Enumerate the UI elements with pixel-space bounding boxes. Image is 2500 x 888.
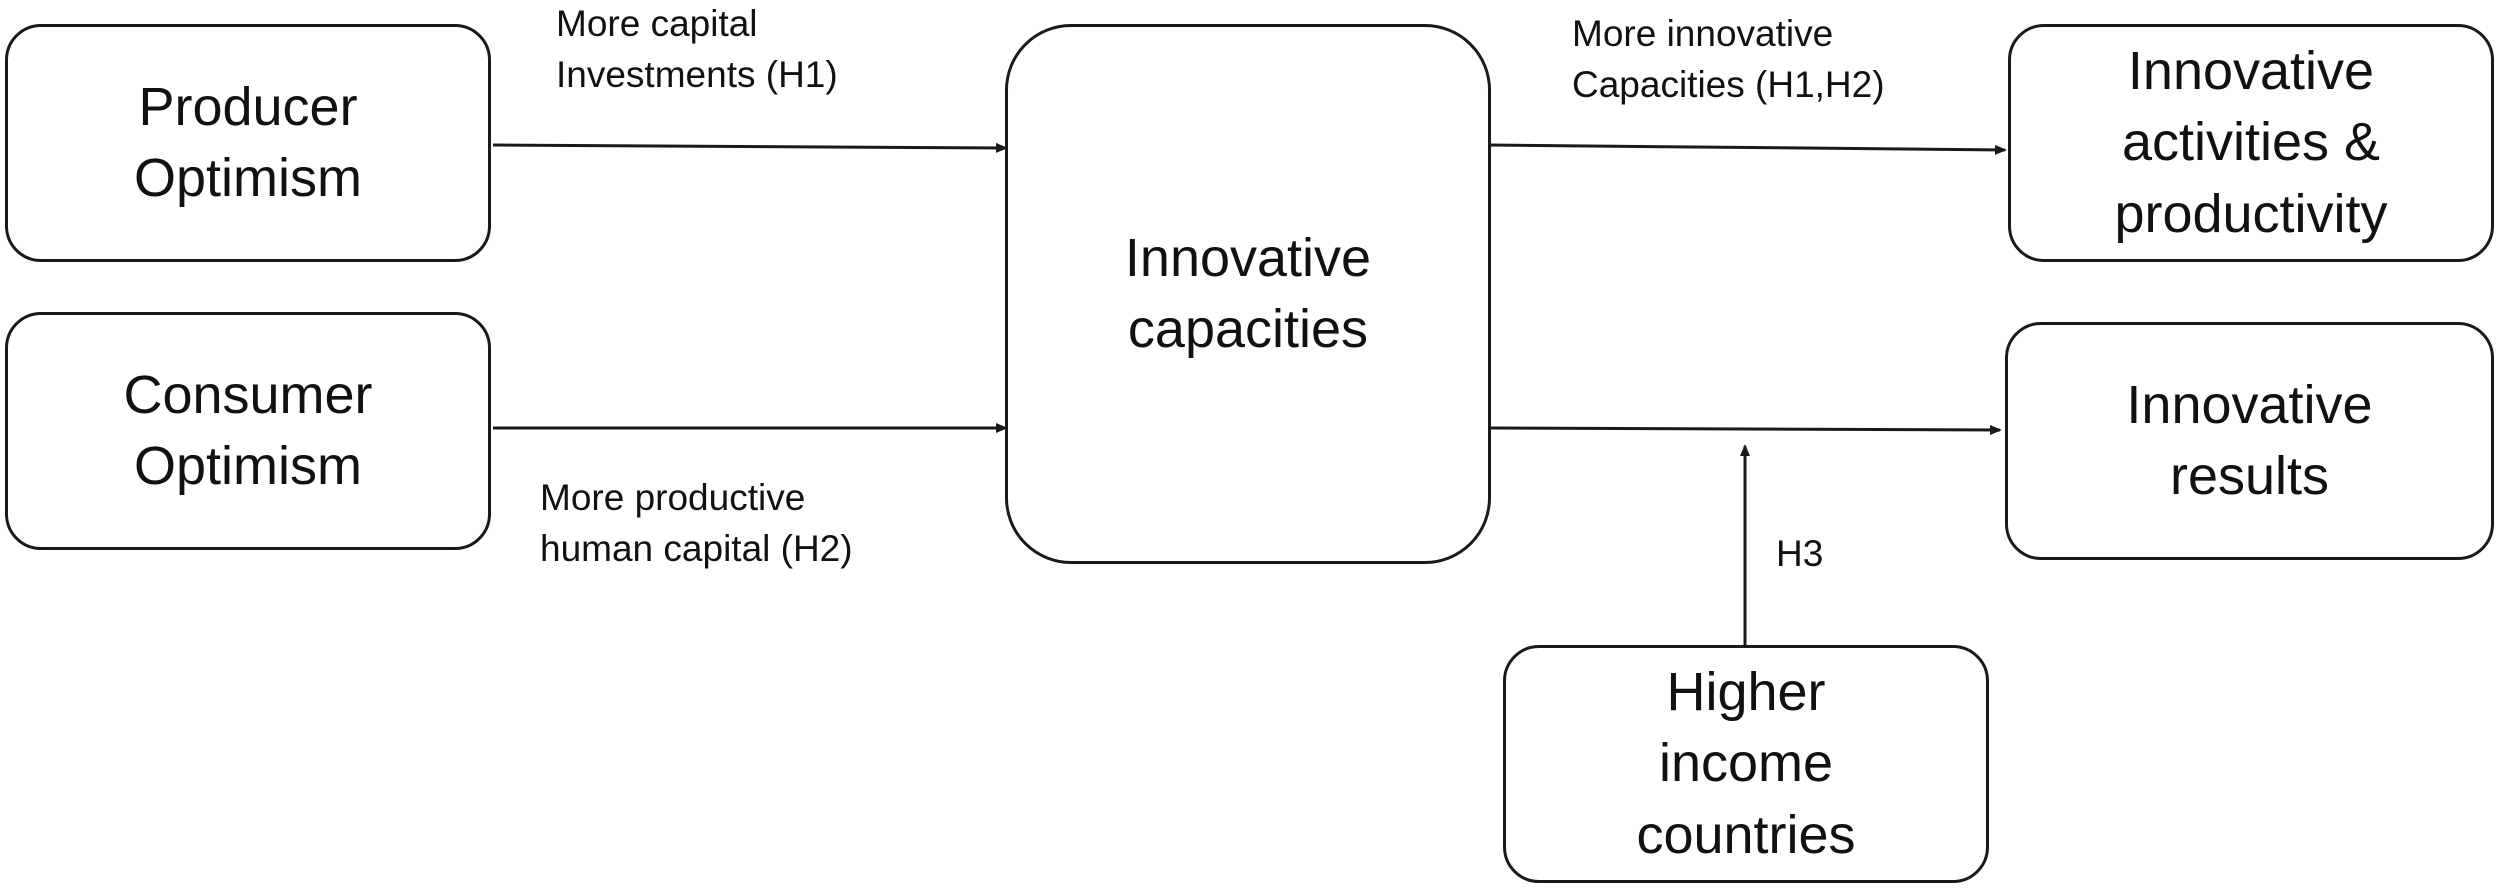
arrow-capacities-to-results bbox=[1489, 424, 2002, 435]
consumer-optimism-text: Consumer Optimism bbox=[123, 360, 372, 503]
node-line: productivity bbox=[2114, 183, 2388, 244]
edge-label-innovative-capacities: More innovative Capacities (H1,H2) bbox=[1572, 8, 1885, 110]
edge-label-line: More innovative bbox=[1572, 13, 1834, 54]
innovative-activities-box: Innovative activities & productivity bbox=[2008, 24, 2494, 262]
edge-label-line: More productive bbox=[540, 477, 806, 518]
innovative-results-text: Innovative results bbox=[2126, 370, 2372, 513]
node-line: activities & bbox=[2121, 112, 2381, 173]
edge-label-line: Capacities (H1,H2) bbox=[1572, 64, 1885, 106]
node-line: Innovative bbox=[2126, 374, 2373, 435]
node-line: Optimism bbox=[134, 148, 362, 208]
edge-label-line: H3 bbox=[1776, 533, 1824, 574]
higher-income-countries-text: Higher income countries bbox=[1636, 657, 1855, 871]
innovative-activities-text: Innovative activities & productivity bbox=[2114, 36, 2387, 250]
edge-label-line: human capital (H2) bbox=[540, 528, 853, 570]
node-line: Consumer bbox=[123, 364, 373, 425]
node-line: Innovative bbox=[1124, 227, 1372, 288]
producer-optimism-text: Producer Optimism bbox=[134, 72, 362, 215]
producer-optimism-box: Producer Optimism bbox=[5, 24, 491, 262]
node-line: Higher bbox=[1666, 662, 1826, 723]
arrow-producer-to-capacities bbox=[492, 142, 1008, 153]
node-line: countries bbox=[1636, 804, 1856, 865]
higher-income-countries-box: Higher income countries bbox=[1503, 645, 1989, 883]
innovative-capacities-text: Innovative capacities bbox=[1125, 223, 1371, 366]
node-line: Producer bbox=[138, 76, 358, 137]
edge-label-line: Investments (H1) bbox=[556, 54, 838, 96]
consumer-optimism-box: Consumer Optimism bbox=[5, 312, 491, 550]
node-line: income bbox=[1658, 733, 1834, 794]
edge-label-h3: H3 bbox=[1776, 528, 1823, 579]
node-line: results bbox=[2169, 446, 2330, 506]
node-line: Innovative bbox=[2127, 41, 2375, 102]
node-line: Optimism bbox=[134, 436, 362, 496]
edge-label-human-capital: More productive human capital (H2) bbox=[540, 472, 853, 574]
innovative-capacities-box: Innovative capacities bbox=[1005, 24, 1491, 564]
node-line: capacities bbox=[1127, 299, 1369, 359]
edge-label-line: More capital bbox=[556, 3, 758, 44]
innovative-results-box: Innovative results bbox=[2005, 322, 2494, 560]
arrow-capacities-to-activities bbox=[1489, 143, 2007, 155]
edge-label-capital-investments: More capital Investments (H1) bbox=[556, 0, 838, 100]
